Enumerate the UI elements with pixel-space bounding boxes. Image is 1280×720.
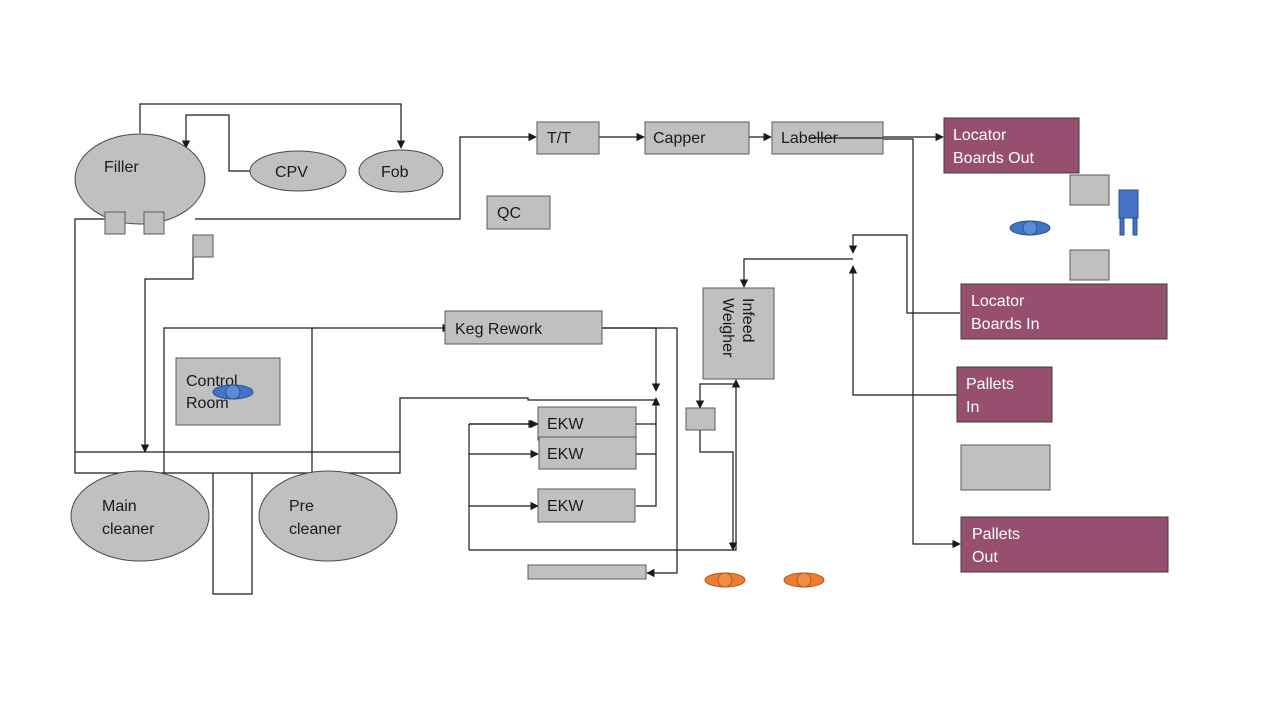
ekw1-out-line [636,397,661,425]
capper-node [644,121,750,155]
staging-box-3 [960,444,1051,491]
keg-rework-loop-line [163,327,313,473]
locator-boards-out-label-1: Locator [953,127,1007,144]
keg-rework-out-line [602,327,661,392]
pallets-out-label-2: Out [972,549,998,566]
staging-box-2 [1069,249,1110,281]
pallets-in-label-2: In [966,399,979,416]
capper-label: Capper [653,130,706,147]
infeed-weigher-label-1: Infeed [739,298,756,342]
pre-cleaner-label-1: Pre [289,498,314,515]
control-room-label-2: Room [186,395,229,412]
ekw-label-3: EKW [547,498,584,515]
filler-left-bus-line [74,218,656,474]
person-topview-icon [704,572,746,588]
pallets-out-label-1: Pallets [972,526,1020,543]
keg-rework-label: Keg Rework [455,321,543,338]
main-cleaner-label-1: Main [102,498,137,515]
cleaner-separator-line [212,473,253,595]
pre-cleaner-label-2: cleaner [289,521,342,538]
cpv-node [249,150,347,192]
infeed-weigher-label-2: Weigher [719,298,736,358]
keg-rework-down-line [602,327,678,578]
filler-port-left [104,211,126,235]
output-conveyor [527,564,647,580]
small-box-out-line [699,430,738,551]
pallets-in-label-1: Pallets [966,376,1014,393]
locator-boards-in-label-2: Boards In [971,316,1039,333]
person-topview-icon [1009,220,1051,236]
labeller-to-pallets-out-line [883,138,961,549]
tt-node [536,121,600,155]
forklift-icon [1118,189,1139,236]
keg-rework-node [444,310,603,345]
pre-cleaner-node [258,470,398,562]
filler-label: Filler [104,159,139,176]
labeller-label: Labeller [781,130,839,147]
locator-boards-in-label-1: Locator [971,293,1025,310]
ekw3-out-line [636,454,657,507]
fob-label: Fob [381,164,409,181]
weigher-to-small-box-line [695,383,734,409]
fob-node [358,149,444,193]
main-cleaner-node [70,470,210,562]
filler-node [74,133,206,225]
locator-boards-out-label-2: Boards Out [953,150,1034,167]
boards-in-feed-line [848,234,960,314]
junction-to-weigher-line [739,258,853,288]
person-topview-icon [212,384,254,400]
filler-port-right [143,211,165,235]
ekw-node-2 [538,436,637,470]
qc-label: QC [497,205,521,222]
ekw2-out-line [636,424,657,455]
filler-valve-box [192,234,214,258]
pallets-out-zone [960,516,1169,573]
pallets-in-feed-line [848,265,957,396]
tt-label: T/T [547,130,571,147]
cpv-to-filler-line [181,114,250,172]
filler-to-fob-line [139,103,406,149]
ekw-label-1: EKW [547,416,584,433]
cpv-label: CPV [275,164,308,181]
locator-boards-in-zone [960,283,1168,340]
person-topview-icon [783,572,825,588]
pallets-in-zone [956,366,1053,423]
main-cleaner-label-2: cleaner [102,521,155,538]
locator-boards-out-zone [943,117,1080,174]
ekw-node-3 [537,488,636,523]
filler-to-tt-line [195,132,537,220]
qc-node [486,195,551,230]
ekw-label-2: EKW [547,446,584,463]
infeed-weigher-node [702,287,775,380]
ekw-node-1 [537,406,637,441]
staging-box-1 [1069,174,1110,206]
weigher-check-box [685,407,716,431]
